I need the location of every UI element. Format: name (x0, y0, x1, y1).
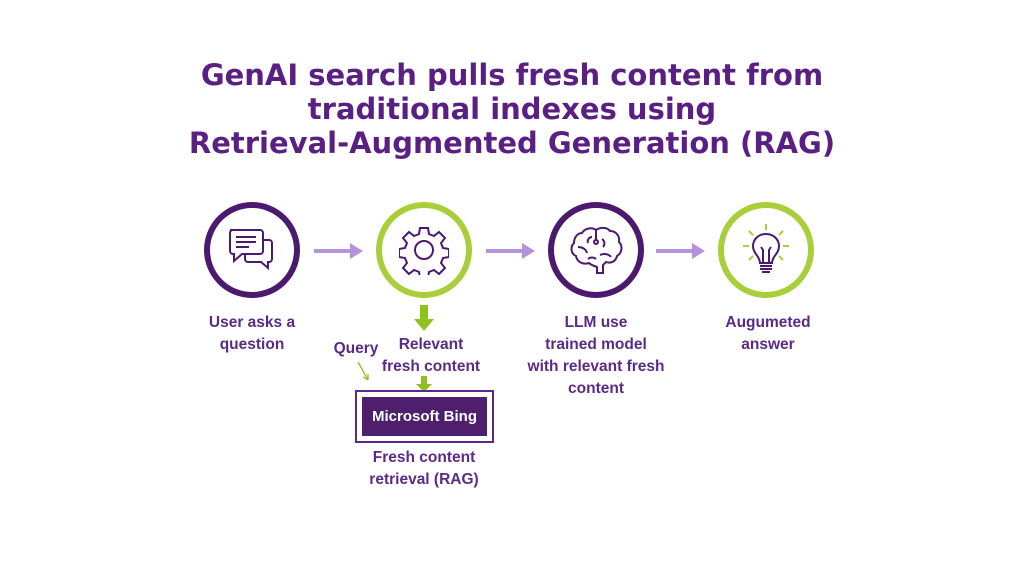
label-line: content (568, 380, 624, 397)
label-line: with relevant fresh (527, 358, 665, 375)
step-augmented-answer (718, 202, 814, 298)
bing-logo: Microsoft Bing (362, 397, 487, 436)
bing-caption: Fresh content retrieval (RAG) (369, 447, 478, 491)
arrow-down-icon (416, 376, 432, 392)
label-line: fresh content (381, 358, 481, 375)
label-line: answer (741, 336, 795, 353)
step-llm (548, 202, 644, 298)
label-line: Augumeted (725, 314, 811, 331)
step-user-question (204, 202, 300, 298)
label-line: question (219, 336, 285, 353)
label-line: trained model (545, 336, 647, 353)
title-line-3: Retrieval-Augmented Generation (RAG) (188, 126, 836, 160)
label-line: User asks a (208, 314, 296, 331)
arrow-down-icon (414, 305, 434, 331)
brain-icon (570, 226, 623, 274)
label-line: Fresh content (372, 449, 476, 466)
title-line-1: GenAI search pulls fresh content from (200, 58, 824, 92)
step-relevant-content (376, 202, 472, 298)
query-arrow-icon (357, 361, 369, 381)
label-line: retrieval (RAG) (369, 471, 479, 488)
lightbulb-icon (743, 224, 789, 273)
bing-box: Microsoft Bing (355, 390, 494, 443)
step-label-augmented-answer: Augumeted answer (725, 312, 810, 356)
arrow-right-icon (486, 243, 535, 259)
chat-bubbles-icon (229, 229, 273, 271)
label-line: Relevant (398, 336, 464, 353)
arrow-right-icon (314, 243, 363, 259)
step-label-relevant-content: Relevant fresh content (382, 334, 480, 378)
title-line-2: traditional indexes using (307, 92, 717, 126)
gear-icon (399, 227, 449, 275)
label-line: LLM use (564, 314, 628, 331)
query-label: Query (333, 340, 379, 357)
arrow-right-icon (656, 243, 705, 259)
step-label-user-question: User asks a question (209, 312, 295, 356)
step-label-llm: LLM use trained model with relevant fres… (528, 312, 665, 400)
